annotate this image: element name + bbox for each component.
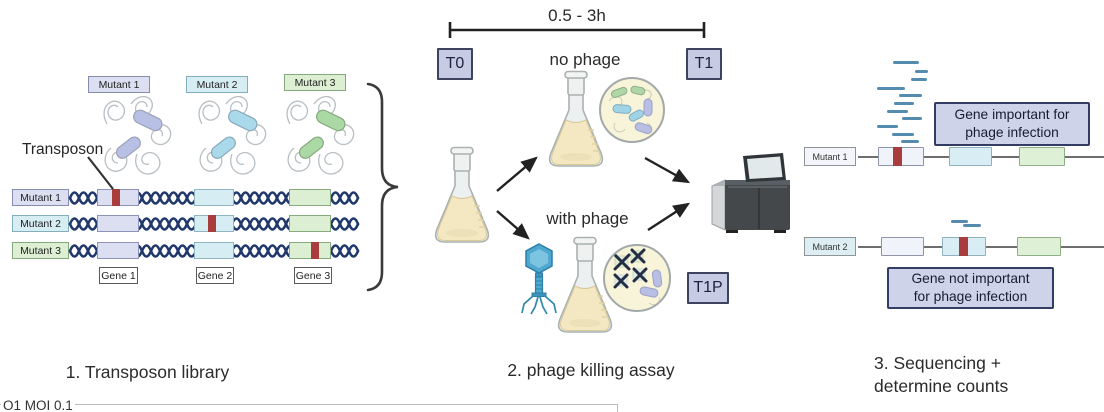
row-label-mutant1: Mutant 1 bbox=[12, 189, 69, 206]
sequencing-read bbox=[899, 94, 922, 97]
sequencing-read bbox=[894, 102, 914, 105]
timepoint-t1p-badge: T1P bbox=[687, 272, 729, 304]
cropped-plot-title: O1 MOI 0.1 bbox=[1, 398, 75, 412]
mutant3-bacteria-label: Mutant 3 bbox=[284, 74, 346, 91]
row2-gene2-box bbox=[194, 215, 234, 232]
row3-gene2-box bbox=[194, 242, 234, 259]
track-label-mutant1: Mutant 1 bbox=[804, 147, 856, 166]
flask-no-phage-icon bbox=[538, 70, 614, 172]
magnifier-live-bacteria-icon bbox=[599, 77, 665, 143]
t1-text: T1 bbox=[694, 55, 714, 72]
magnifier-dead-bacteria-icon bbox=[603, 244, 671, 312]
gene1-label: Gene 1 bbox=[99, 267, 138, 284]
row1-gene2-box bbox=[194, 189, 234, 206]
timepoint-t0-badge: T0 bbox=[437, 48, 473, 80]
bacterium-mutant2-icon bbox=[188, 90, 280, 182]
bacteriophage-icon bbox=[519, 242, 559, 316]
flask-t0-icon bbox=[424, 146, 500, 248]
track1-gene2-box bbox=[949, 147, 992, 166]
sequencing-read bbox=[887, 110, 908, 113]
row-label-mutant3: Mutant 3 bbox=[12, 242, 69, 259]
sequencing-read bbox=[901, 140, 919, 143]
track1-gene3-box bbox=[1019, 147, 1065, 166]
gene2-label: Gene 2 bbox=[196, 267, 234, 284]
track2-gene2-box bbox=[942, 237, 986, 256]
track2-gene1-box bbox=[881, 237, 924, 256]
sequencing-read bbox=[877, 125, 898, 128]
t0-text: T0 bbox=[445, 55, 465, 72]
row3-transposon-insert bbox=[311, 242, 319, 259]
sequencer-icon bbox=[706, 150, 794, 238]
section2-title: 2. phage killing assay bbox=[507, 360, 675, 380]
track1-transposon-insert bbox=[893, 147, 902, 166]
row-label-mutant2: Mutant 2 bbox=[12, 215, 69, 232]
track-label-mutant1-text: Mutant 1 bbox=[812, 151, 848, 162]
sequencing-read bbox=[892, 133, 914, 136]
row-label-mutant1-text: Mutant 1 bbox=[20, 191, 61, 204]
library-brace bbox=[366, 82, 399, 292]
mutant2-bacteria-label-text: Mutant 2 bbox=[196, 78, 238, 91]
mutant2-bacteria-label: Mutant 2 bbox=[186, 76, 248, 93]
mutant3-bacteria-label-text: Mutant 3 bbox=[294, 76, 336, 89]
sequencing-read bbox=[902, 117, 922, 120]
row2-gene1-box bbox=[97, 215, 139, 232]
track2-transposon-insert bbox=[959, 237, 968, 256]
mutant1-bacteria-label-text: Mutant 1 bbox=[98, 78, 140, 91]
row2-gene3-box bbox=[289, 215, 331, 232]
transposon-label: Transposon bbox=[22, 141, 104, 158]
row1-gene3-box bbox=[289, 189, 331, 206]
gene-important-callout: Gene important for phage infection bbox=[934, 102, 1090, 146]
row3-gene1-box bbox=[97, 242, 139, 259]
row1-transposon-insert bbox=[112, 189, 120, 206]
row2-transposon-insert bbox=[208, 215, 216, 232]
gene1-label-text: Gene 1 bbox=[101, 269, 136, 282]
track1-gene1-box bbox=[878, 147, 924, 166]
timepoint-t1-badge: T1 bbox=[686, 48, 722, 80]
sequencing-read bbox=[911, 78, 927, 81]
row-label-mutant3-text: Mutant 3 bbox=[20, 244, 61, 257]
section1-title: 1. Transposon library bbox=[65, 362, 230, 382]
row1-gene1-box bbox=[97, 189, 139, 206]
track-label-mutant2: Mutant 2 bbox=[804, 237, 856, 256]
duration-label: 0.5 - 3h bbox=[548, 6, 606, 25]
gene2-label-text: Gene 2 bbox=[197, 269, 233, 282]
t1p-text: T1P bbox=[693, 279, 723, 296]
sequencing-read bbox=[893, 61, 919, 64]
no-phage-label: no phage bbox=[549, 50, 621, 69]
gene3-label-text: Gene 3 bbox=[295, 269, 331, 282]
track2-gene3-box bbox=[1017, 237, 1061, 256]
mutant1-bacteria-label: Mutant 1 bbox=[88, 76, 150, 93]
flask-with-phage-icon bbox=[545, 236, 625, 338]
sequencing-read bbox=[915, 70, 928, 73]
sequencing-read bbox=[951, 220, 968, 223]
row-label-mutant2-text: Mutant 2 bbox=[20, 217, 61, 230]
bacterium-mutant3-icon bbox=[276, 90, 368, 182]
with-phage-label: with phage bbox=[546, 209, 629, 228]
section3-title: 3. Sequencing + determine counts bbox=[874, 353, 1009, 396]
sequencing-read bbox=[963, 224, 981, 227]
bacterium-mutant1-icon bbox=[93, 90, 185, 182]
track-label-mutant2-text: Mutant 2 bbox=[812, 241, 848, 252]
cropped-plot-frame bbox=[0, 404, 618, 412]
row3-gene3-box bbox=[289, 242, 331, 259]
gene3-label: Gene 3 bbox=[294, 267, 332, 284]
gene-not-important-callout: Gene not important for phage infection bbox=[887, 267, 1054, 309]
sequencing-read bbox=[877, 87, 905, 90]
